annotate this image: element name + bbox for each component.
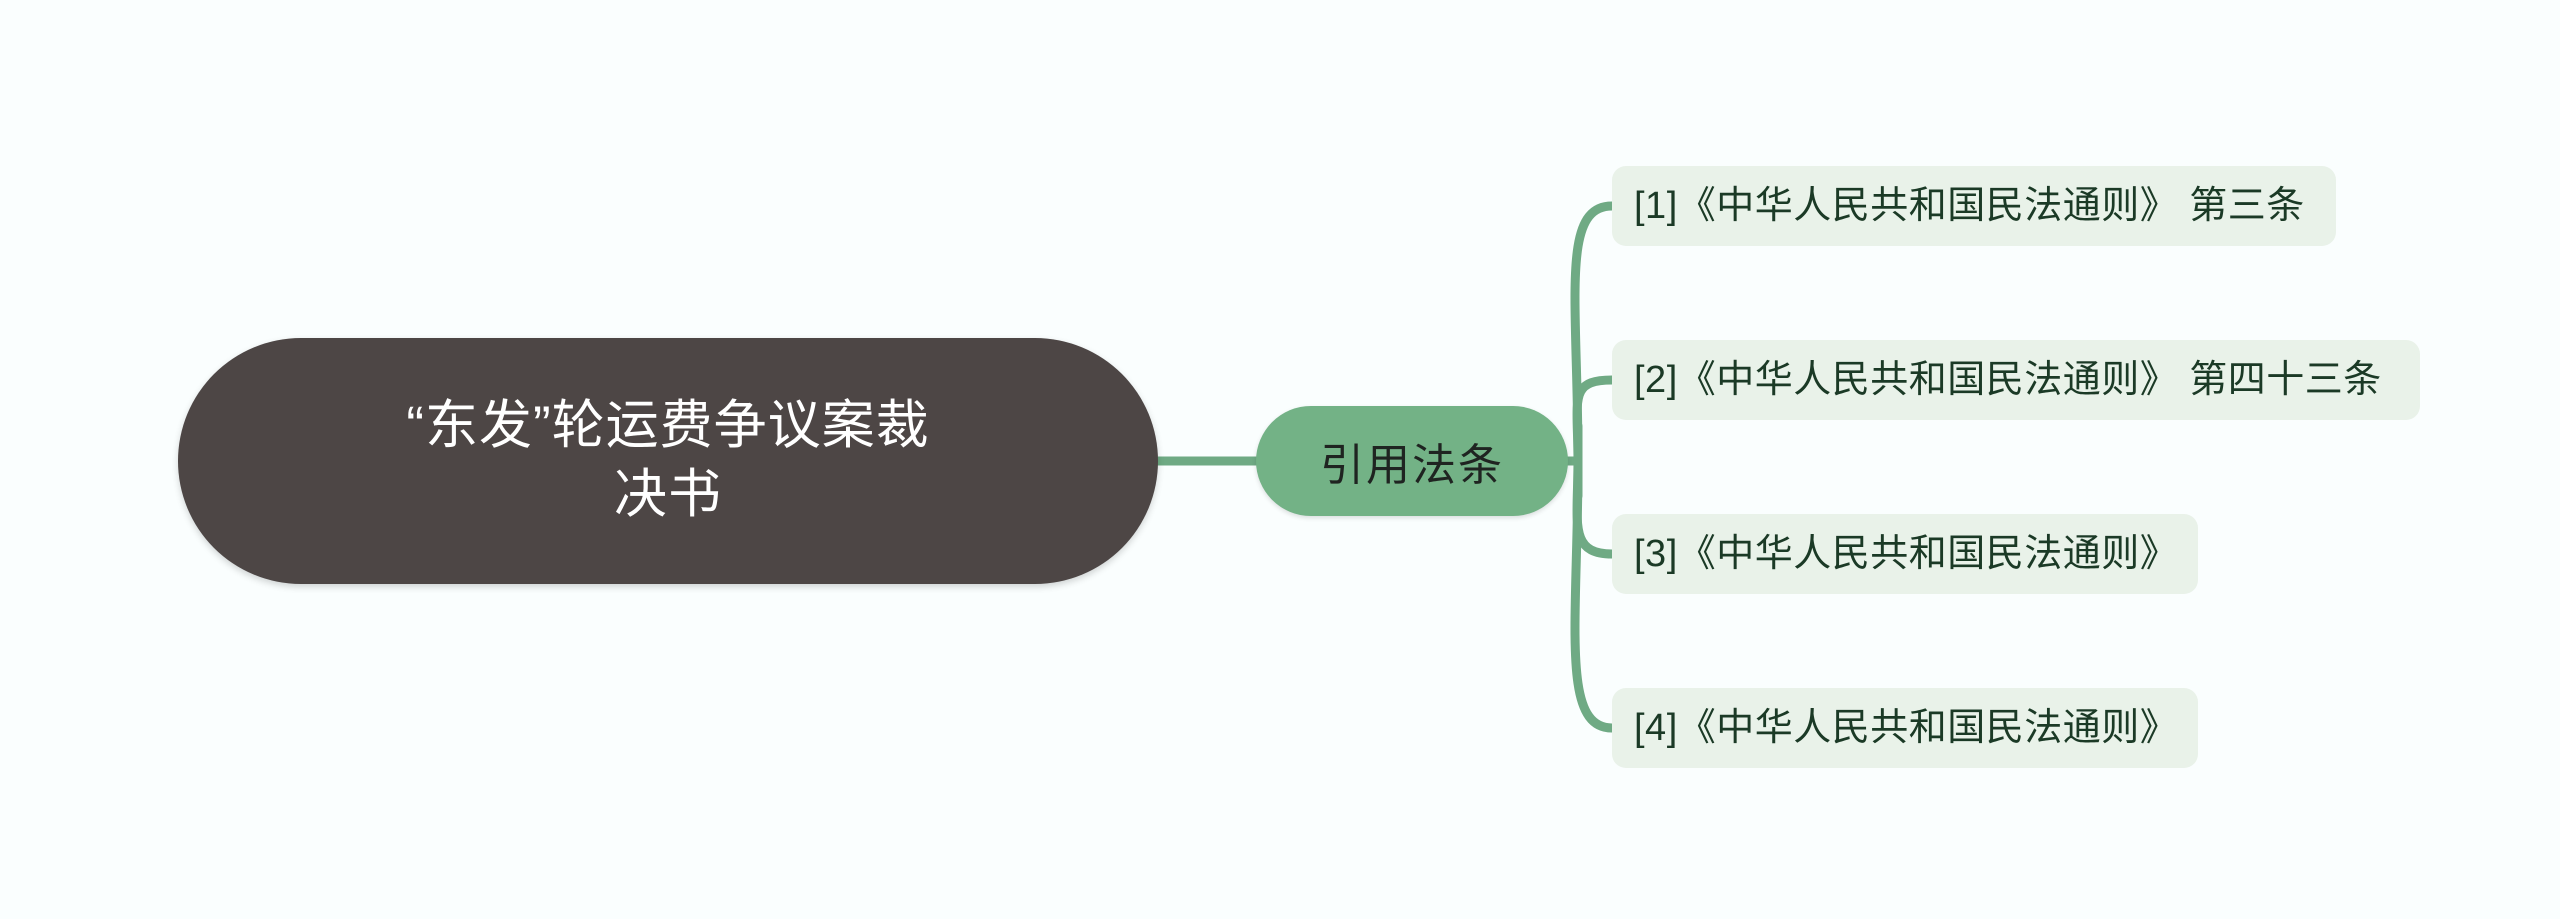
root-node-label: “东发”轮运费争议案裁 决书 bbox=[406, 396, 930, 524]
leaf-node-4-label: [4]《中华人民共和国民法通则》 bbox=[1634, 707, 2179, 749]
leaf-node-1-label: [1]《中华人民共和国民法通则》 第三条 bbox=[1634, 185, 2305, 227]
leaf-node-3-label: [3]《中华人民共和国民法通则》 bbox=[1634, 533, 2179, 575]
leaf-node-2[interactable]: [2]《中华人民共和国民法通则》 第四十三条 bbox=[1612, 340, 2420, 420]
leaf-node-1[interactable]: [1]《中华人民共和国民法通则》 第三条 bbox=[1612, 166, 2336, 246]
branch-node-label: 引用法条 bbox=[1320, 441, 1504, 490]
leaf-node-4[interactable]: [4]《中华人民共和国民法通则》 bbox=[1612, 688, 2198, 768]
root-node[interactable]: “东发”轮运费争议案裁 决书 bbox=[178, 338, 1158, 584]
leaf-node-3[interactable]: [3]《中华人民共和国民法通则》 bbox=[1612, 514, 2198, 594]
branch-node-cited-provisions[interactable]: 引用法条 bbox=[1256, 406, 1568, 516]
leaf-node-2-label: [2]《中华人民共和国民法通则》 第四十三条 bbox=[1634, 359, 2382, 401]
